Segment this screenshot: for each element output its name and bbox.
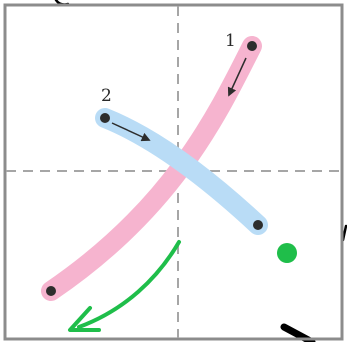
stroke-2-number: 2 [101, 86, 112, 106]
next-stroke-hint [68, 240, 297, 332]
curved-arrow-icon [77, 240, 181, 329]
stroke-2-end-dot [253, 220, 263, 230]
stroke-1-path [41, 36, 262, 301]
dot-icon [277, 243, 297, 263]
stroke-1-end-dot [46, 286, 56, 296]
stroke-2-start-dot [100, 113, 110, 123]
curved-arrow-head [68, 306, 101, 332]
stroke-2: 2 [95, 86, 268, 235]
stroke-1: 1 [41, 31, 262, 301]
arrow-icon [227, 57, 247, 97]
stroke-2-path [95, 108, 268, 235]
stroke-1-number: 1 [225, 31, 236, 51]
stroke-1-start-dot [247, 41, 257, 51]
grid-frame [3, 3, 344, 341]
arrow-icon [111, 122, 151, 142]
